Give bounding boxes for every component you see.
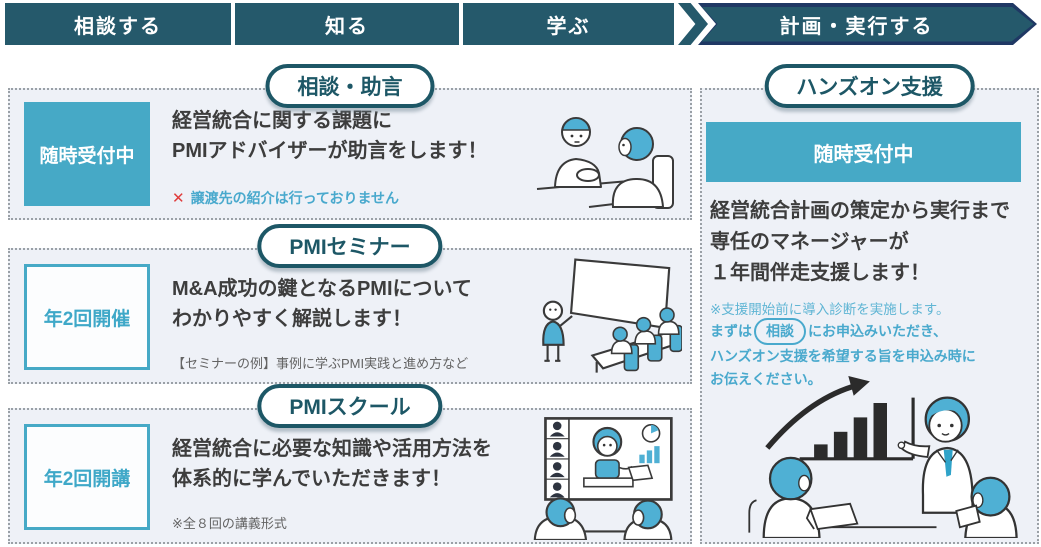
note-apply-line3: お伝えください。 — [710, 371, 822, 387]
card-school-badge: PMIスクール — [257, 384, 443, 428]
card-consultation-note: ✕ 譲渡先の紹介は行っておりません — [172, 188, 399, 208]
card-school-body: 経営統合に必要な知識や活用方法を 体系的に学んでいただきます！ — [172, 434, 492, 494]
hands-on-status-bar: 随時受付中 — [706, 122, 1021, 182]
card-seminar-body: M&A成功の鍵となるPMIについて わかりやすく解説します！ — [172, 274, 472, 334]
card-consultation-badge: 相談・助言 — [265, 64, 435, 108]
hands-on-badge: ハンズオン支援 — [764, 64, 975, 108]
step-learn: 学ぶ — [463, 3, 674, 45]
body-line: 経営統合計画の策定から実行まで — [710, 200, 1010, 222]
hands-on-body: 経営統合計画の策定から実行まで 専任のマネージャーが １年間伴走支援します！ — [710, 196, 1010, 289]
card-consultation-advice: 相談・助言 随時受付中 経営統合に関する課題に PMIアドバイザーが助言をします… — [8, 64, 692, 220]
consultation-illustration — [530, 94, 682, 214]
card-seminar-note: 【セミナーの例】事例に学ぶPMI実践と進め方など — [172, 356, 469, 371]
consult-pill: 相談 — [754, 318, 806, 345]
step-consult: 相談する — [5, 3, 231, 45]
status-square-twice-a-year-open: 年2回開講 — [24, 424, 150, 530]
note-apply-line1: まずは相談にお申込みいただき、 — [710, 318, 976, 345]
body-line: 経営統合に必要な知識や活用方法を — [172, 438, 492, 460]
note-prefix: まずは — [710, 323, 752, 339]
hands-on-note-apply: まずは相談にお申込みいただき、 ハンズオン支援を希望する旨を申込み時に お伝えく… — [710, 318, 976, 391]
body-line: 経営統合に関する課題に — [172, 110, 392, 132]
process-step-bar: 相談する 知る 学ぶ 計画・実行する — [5, 3, 1037, 45]
step-know: 知る — [235, 3, 459, 45]
seminar-illustration — [522, 250, 683, 380]
body-line: １年間伴走支援します！ — [710, 262, 930, 284]
hands-on-note-diagnosis: ※支援開始前に導入診断を実施します。 — [710, 302, 950, 317]
growth-chart-meeting-illustration — [708, 376, 1030, 540]
card-pmi-seminar: PMIセミナー 年2回開催 M&A成功の鍵となるPMIについて わかりやすく解説… — [8, 224, 692, 384]
body-line: PMIアドバイザーが助言をします！ — [172, 140, 488, 162]
note-apply-line2: ハンズオン支援を希望する旨を申込み時に — [710, 348, 976, 364]
status-square-anytime: 随時受付中 — [24, 102, 150, 206]
step-plan-execute-arrow: 計画・実行する — [698, 3, 1037, 45]
card-hands-on-support: ハンズオン支援 随時受付中 経営統合計画の策定から実行まで 専任のマネージャーが… — [700, 64, 1039, 544]
growth-chart-icon — [765, 376, 915, 461]
body-line: 体系的に学んでいただきます！ — [172, 468, 451, 490]
body-line: 専任のマネージャーが — [710, 231, 909, 253]
cross-icon: ✕ — [172, 190, 185, 207]
online-school-illustration — [522, 412, 682, 542]
status-square-twice-a-year-held: 年2回開催 — [24, 264, 150, 370]
card-pmi-school: PMIスクール 年2回開講 経営統合に必要な知識や活用方法を 体系的に学んでいた… — [8, 384, 692, 544]
body-line: わかりやすく解説します！ — [172, 308, 412, 330]
note-text: 譲渡先の紹介は行っておりません — [190, 190, 400, 206]
step-plan-execute-label: 計画・実行する — [779, 15, 934, 38]
card-seminar-badge: PMIセミナー — [257, 224, 443, 268]
card-consultation-body: 経営統合に関する課題に PMIアドバイザーが助言をします！ — [172, 106, 488, 166]
note-suffix: にお申込みいただき、 — [808, 323, 948, 339]
body-line: M&A成功の鍵となるPMIについて — [172, 278, 472, 300]
card-school-note: ※全８回の講義形式 — [172, 516, 287, 531]
